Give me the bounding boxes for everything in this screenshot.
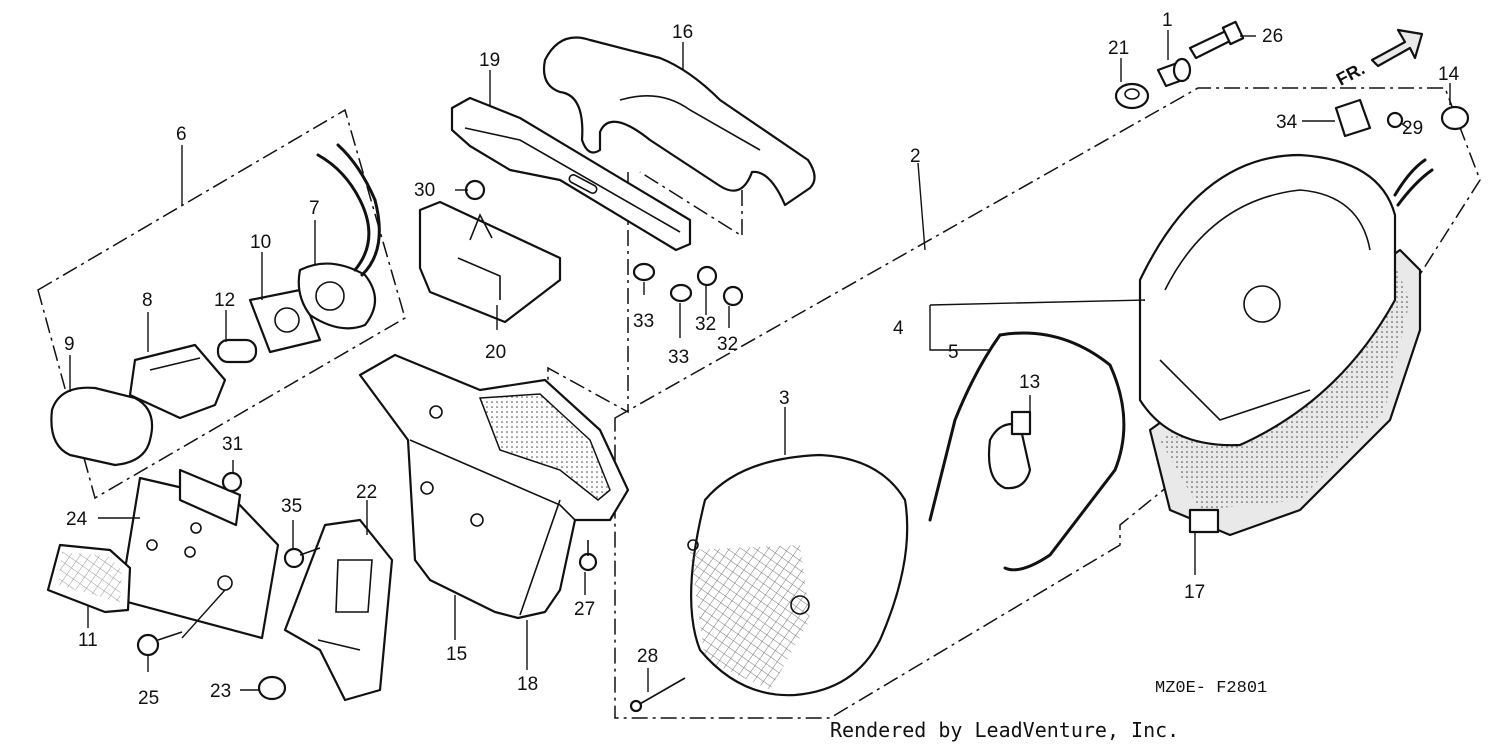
callout-5: 5: [948, 342, 959, 363]
group-outline-16b: [639, 171, 743, 238]
callouts: 1 2 3 4 5 6 7 8 9 10 11 12 13 14 15 16 1…: [64, 10, 1460, 709]
part-29-screw: [1386, 111, 1404, 129]
callout-34: 34: [1276, 112, 1298, 133]
part-35-bolt: [283, 547, 321, 569]
part-10-gasket: [248, 288, 322, 354]
part-28-screw: [629, 677, 686, 713]
callout-29: 29: [1402, 118, 1423, 139]
callout-4: 4: [893, 318, 904, 339]
part-34-clip: [1334, 98, 1372, 138]
part-8-housing: [128, 343, 227, 420]
callout-1: 1: [1162, 10, 1173, 31]
part-19-bracket: [418, 96, 692, 324]
part-1-collar: [1156, 57, 1192, 88]
part-15-mudguard: [358, 353, 630, 620]
callout-20: 20: [485, 342, 506, 363]
callout-2: 2: [910, 146, 921, 167]
group-outline-6: [37, 108, 406, 500]
callout-31: 31: [222, 434, 243, 455]
front-direction-arrow: FR.: [1333, 28, 1424, 90]
callout-13: 13: [1019, 372, 1040, 393]
part-21-grommet: [1114, 82, 1150, 110]
callout-33a: 33: [633, 311, 654, 332]
part-26-bolt: [1188, 20, 1245, 60]
callout-32b: 32: [717, 334, 738, 355]
callout-12: 12: [214, 290, 235, 311]
callout-16: 16: [672, 22, 693, 43]
part-23-cap: [257, 675, 287, 701]
callout-14: 14: [1438, 64, 1460, 85]
part-16-cover: [542, 36, 816, 207]
callout-28: 28: [637, 646, 658, 667]
callout-10: 10: [250, 232, 271, 253]
part-13-bulb: [987, 410, 1032, 490]
diagram-code: MZ0E- F2801: [1155, 679, 1267, 698]
callout-18: 18: [517, 674, 538, 695]
callout-23: 23: [210, 681, 231, 702]
part-5-gasket: [928, 331, 1126, 572]
credit-text: Rendered by LeadVenture, Inc.: [830, 718, 1179, 742]
part-32-nuts: [696, 265, 744, 307]
part-9-lens: [50, 386, 154, 467]
callout-19: 19: [479, 50, 500, 71]
callout-33b: 33: [668, 347, 689, 368]
callout-11: 11: [78, 630, 98, 651]
part-30-nut: [464, 179, 486, 201]
part-11-reflector: [46, 543, 132, 614]
callout-35: 35: [281, 496, 302, 517]
callout-7: 7: [309, 198, 320, 219]
part-3-taillight-lens: [687, 453, 909, 697]
callout-26: 26: [1262, 26, 1283, 47]
group-outline-16: [547, 172, 629, 510]
part-31-nut: [221, 471, 243, 493]
part-7-socket: [297, 143, 381, 330]
part-27-bolt: [578, 540, 598, 572]
callout-21: 21: [1108, 38, 1129, 59]
part-25-bolt: [136, 631, 183, 657]
callout-32a: 32: [695, 314, 716, 335]
callout-24: 24: [66, 509, 88, 530]
callout-3: 3: [779, 388, 790, 409]
part-22-plate-bracket: [283, 518, 394, 702]
part-14-grommet: [1440, 105, 1470, 131]
part-24-plate-holder: [118, 468, 280, 640]
callout-8: 8: [142, 290, 153, 311]
callout-15: 15: [446, 644, 467, 665]
group-outline-2: [614, 87, 1481, 719]
leader-lines: [69, 30, 1451, 692]
callout-17: 17: [1184, 582, 1205, 603]
callout-30: 30: [414, 180, 435, 201]
callout-9: 9: [64, 334, 75, 355]
callout-6: 6: [176, 124, 187, 145]
callout-25: 25: [138, 688, 159, 709]
part-12-bulb: [216, 338, 258, 364]
part-33-washers: [632, 262, 693, 303]
part-2-taillight-base: [1138, 153, 1434, 537]
callout-27: 27: [574, 599, 595, 620]
callout-22: 22: [356, 482, 377, 503]
direction-label: FR.: [1333, 58, 1368, 89]
